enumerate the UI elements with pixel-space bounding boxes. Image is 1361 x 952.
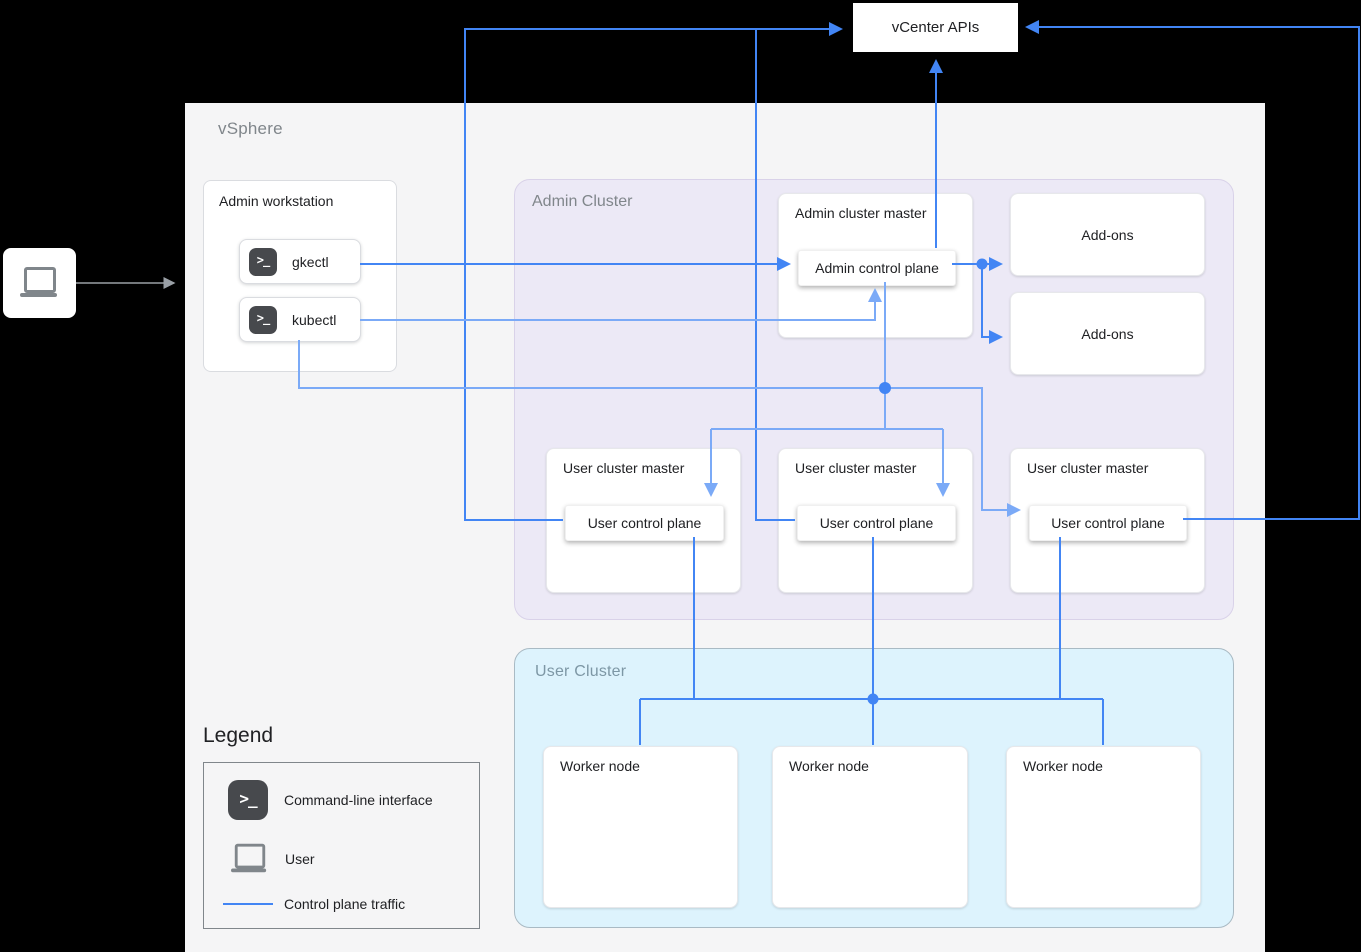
user-cluster-panel: User Cluster Worker node Worker node Wor… — [514, 648, 1234, 928]
worker-node-1: Worker node — [543, 746, 738, 908]
legend-item-user-label: User — [285, 851, 315, 867]
user-box — [3, 248, 76, 318]
worker-node-3-label: Worker node — [1023, 758, 1103, 774]
admin-cluster-panel: Admin Cluster Admin cluster master Admin… — [514, 179, 1234, 620]
user-cluster-master-1-label: User cluster master — [563, 460, 685, 476]
addons-box-1: Add-ons — [1010, 193, 1205, 276]
laptop-icon — [231, 843, 269, 874]
gkectl-box: >_ gkectl — [239, 239, 361, 284]
gkectl-label: gkectl — [292, 253, 329, 270]
admin-workstation: Admin workstation >_ gkectl >_ kubectl — [203, 180, 397, 372]
legend-item-cli: >_ Command-line interface — [228, 780, 433, 820]
admin-workstation-label: Admin workstation — [219, 193, 334, 209]
user-cluster-master-1: User cluster master User control plane — [546, 448, 741, 593]
user-cluster-master-2: User cluster master User control plane — [778, 448, 973, 593]
worker-node-2: Worker node — [772, 746, 968, 908]
user-control-plane-3: User control plane — [1029, 505, 1187, 541]
addons-box-2: Add-ons — [1010, 292, 1205, 375]
worker-node-3: Worker node — [1006, 746, 1201, 908]
terminal-icon: >_ — [249, 247, 277, 276]
user-cluster-label: User Cluster — [535, 663, 627, 680]
worker-node-1-label: Worker node — [560, 758, 640, 774]
legend-box: >_ Command-line interface User Control p… — [203, 762, 480, 929]
vcenter-apis-box: vCenter APIs — [853, 3, 1018, 52]
user-cluster-master-3: User cluster master User control plane — [1010, 448, 1205, 593]
admin-cluster-master: Admin cluster master Admin control plane — [778, 193, 973, 338]
laptop-icon — [19, 267, 60, 299]
kubectl-box: >_ kubectl — [239, 297, 361, 342]
legend-item-traffic: Control plane traffic — [223, 896, 405, 912]
legend-item-traffic-label: Control plane traffic — [284, 896, 406, 912]
user-control-plane-2: User control plane — [797, 505, 956, 541]
kubectl-label: kubectl — [292, 311, 337, 328]
legend-title: Legend — [203, 724, 274, 747]
legend-item-cli-label: Command-line interface — [284, 792, 433, 808]
terminal-icon: >_ — [249, 305, 277, 334]
user-control-plane-1: User control plane — [565, 505, 724, 541]
legend-item-user: User — [230, 843, 315, 875]
user-cluster-master-2-label: User cluster master — [795, 460, 917, 476]
admin-cluster-label: Admin Cluster — [532, 193, 633, 210]
worker-node-2-label: Worker node — [789, 758, 869, 774]
admin-cluster-master-label: Admin cluster master — [795, 205, 927, 221]
vsphere-label: vSphere — [218, 119, 283, 138]
user-cluster-master-3-label: User cluster master — [1027, 460, 1149, 476]
control-plane-line-icon — [223, 903, 273, 905]
terminal-icon: >_ — [228, 780, 268, 820]
admin-control-plane: Admin control plane — [798, 250, 956, 286]
